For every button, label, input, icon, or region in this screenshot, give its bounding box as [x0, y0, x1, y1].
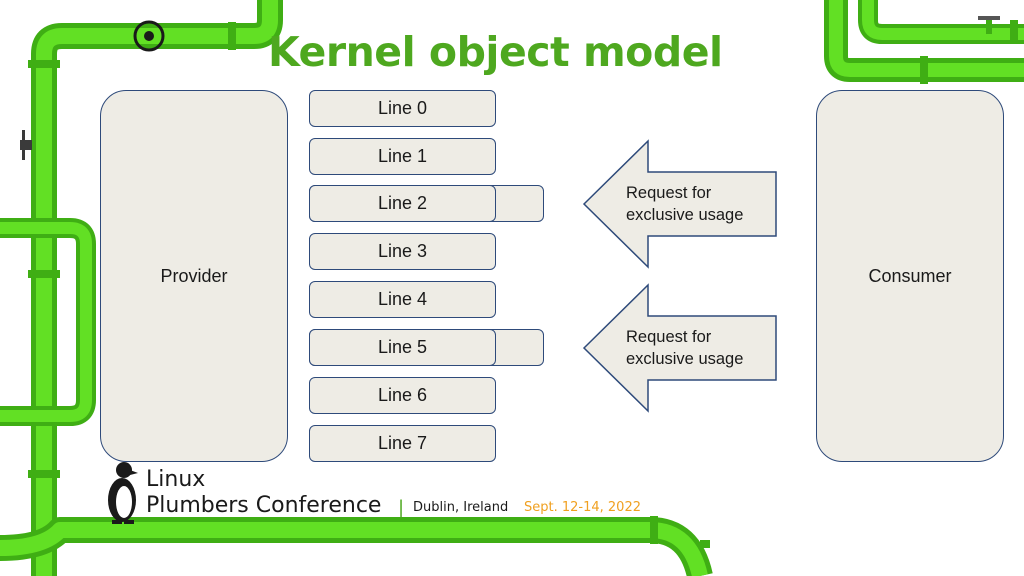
- line-box-3: Line 3: [309, 233, 496, 270]
- consumer-label: Consumer: [868, 265, 952, 286]
- request-text-line1: Request for: [626, 328, 712, 346]
- footer-location: Dublin, Ireland: [413, 500, 509, 515]
- line-label: Line 4: [377, 289, 428, 309]
- line-label: Line 0: [377, 98, 428, 118]
- line-box-0: Line 0: [309, 90, 496, 127]
- penguin-logo-icon: [108, 462, 138, 524]
- brand-line1: Linux: [146, 467, 206, 492]
- line-label: Line 2: [377, 193, 428, 213]
- request-text-line2: exclusive usage: [626, 206, 744, 224]
- line-label: Line 7: [377, 433, 428, 453]
- request-text-line1: Request for: [626, 184, 712, 202]
- page-title: Kernel object model: [268, 28, 723, 76]
- request-arrow-1-text: Request for exclusive usage: [626, 182, 743, 226]
- request-arrow-2-text: Request for exclusive usage: [626, 326, 743, 370]
- line-box-5: Line 5: [309, 329, 496, 366]
- footer-separator: |: [398, 497, 405, 518]
- line-box-7: Line 7: [309, 425, 496, 462]
- line-label: Line 5: [377, 337, 428, 357]
- request-arrow-1: [582, 139, 777, 269]
- consumer-box: Consumer: [816, 90, 1004, 462]
- brand-line2: Plumbers Conference: [146, 493, 382, 518]
- line-box-2: Line 2: [309, 185, 496, 222]
- footer-dates: Sept. 12-14, 2022: [524, 500, 641, 515]
- line-box-4: Line 4: [309, 281, 496, 318]
- request-text-line2: exclusive usage: [626, 350, 744, 368]
- request-arrow-2: [582, 283, 777, 413]
- provider-box: Provider: [100, 90, 288, 462]
- line-box-6: Line 6: [309, 377, 496, 414]
- line-box-1: Line 1: [309, 138, 496, 175]
- line-label: Line 1: [377, 146, 428, 166]
- line-label: Line 6: [377, 385, 428, 405]
- provider-label: Provider: [160, 265, 228, 286]
- line-label: Line 3: [377, 241, 428, 261]
